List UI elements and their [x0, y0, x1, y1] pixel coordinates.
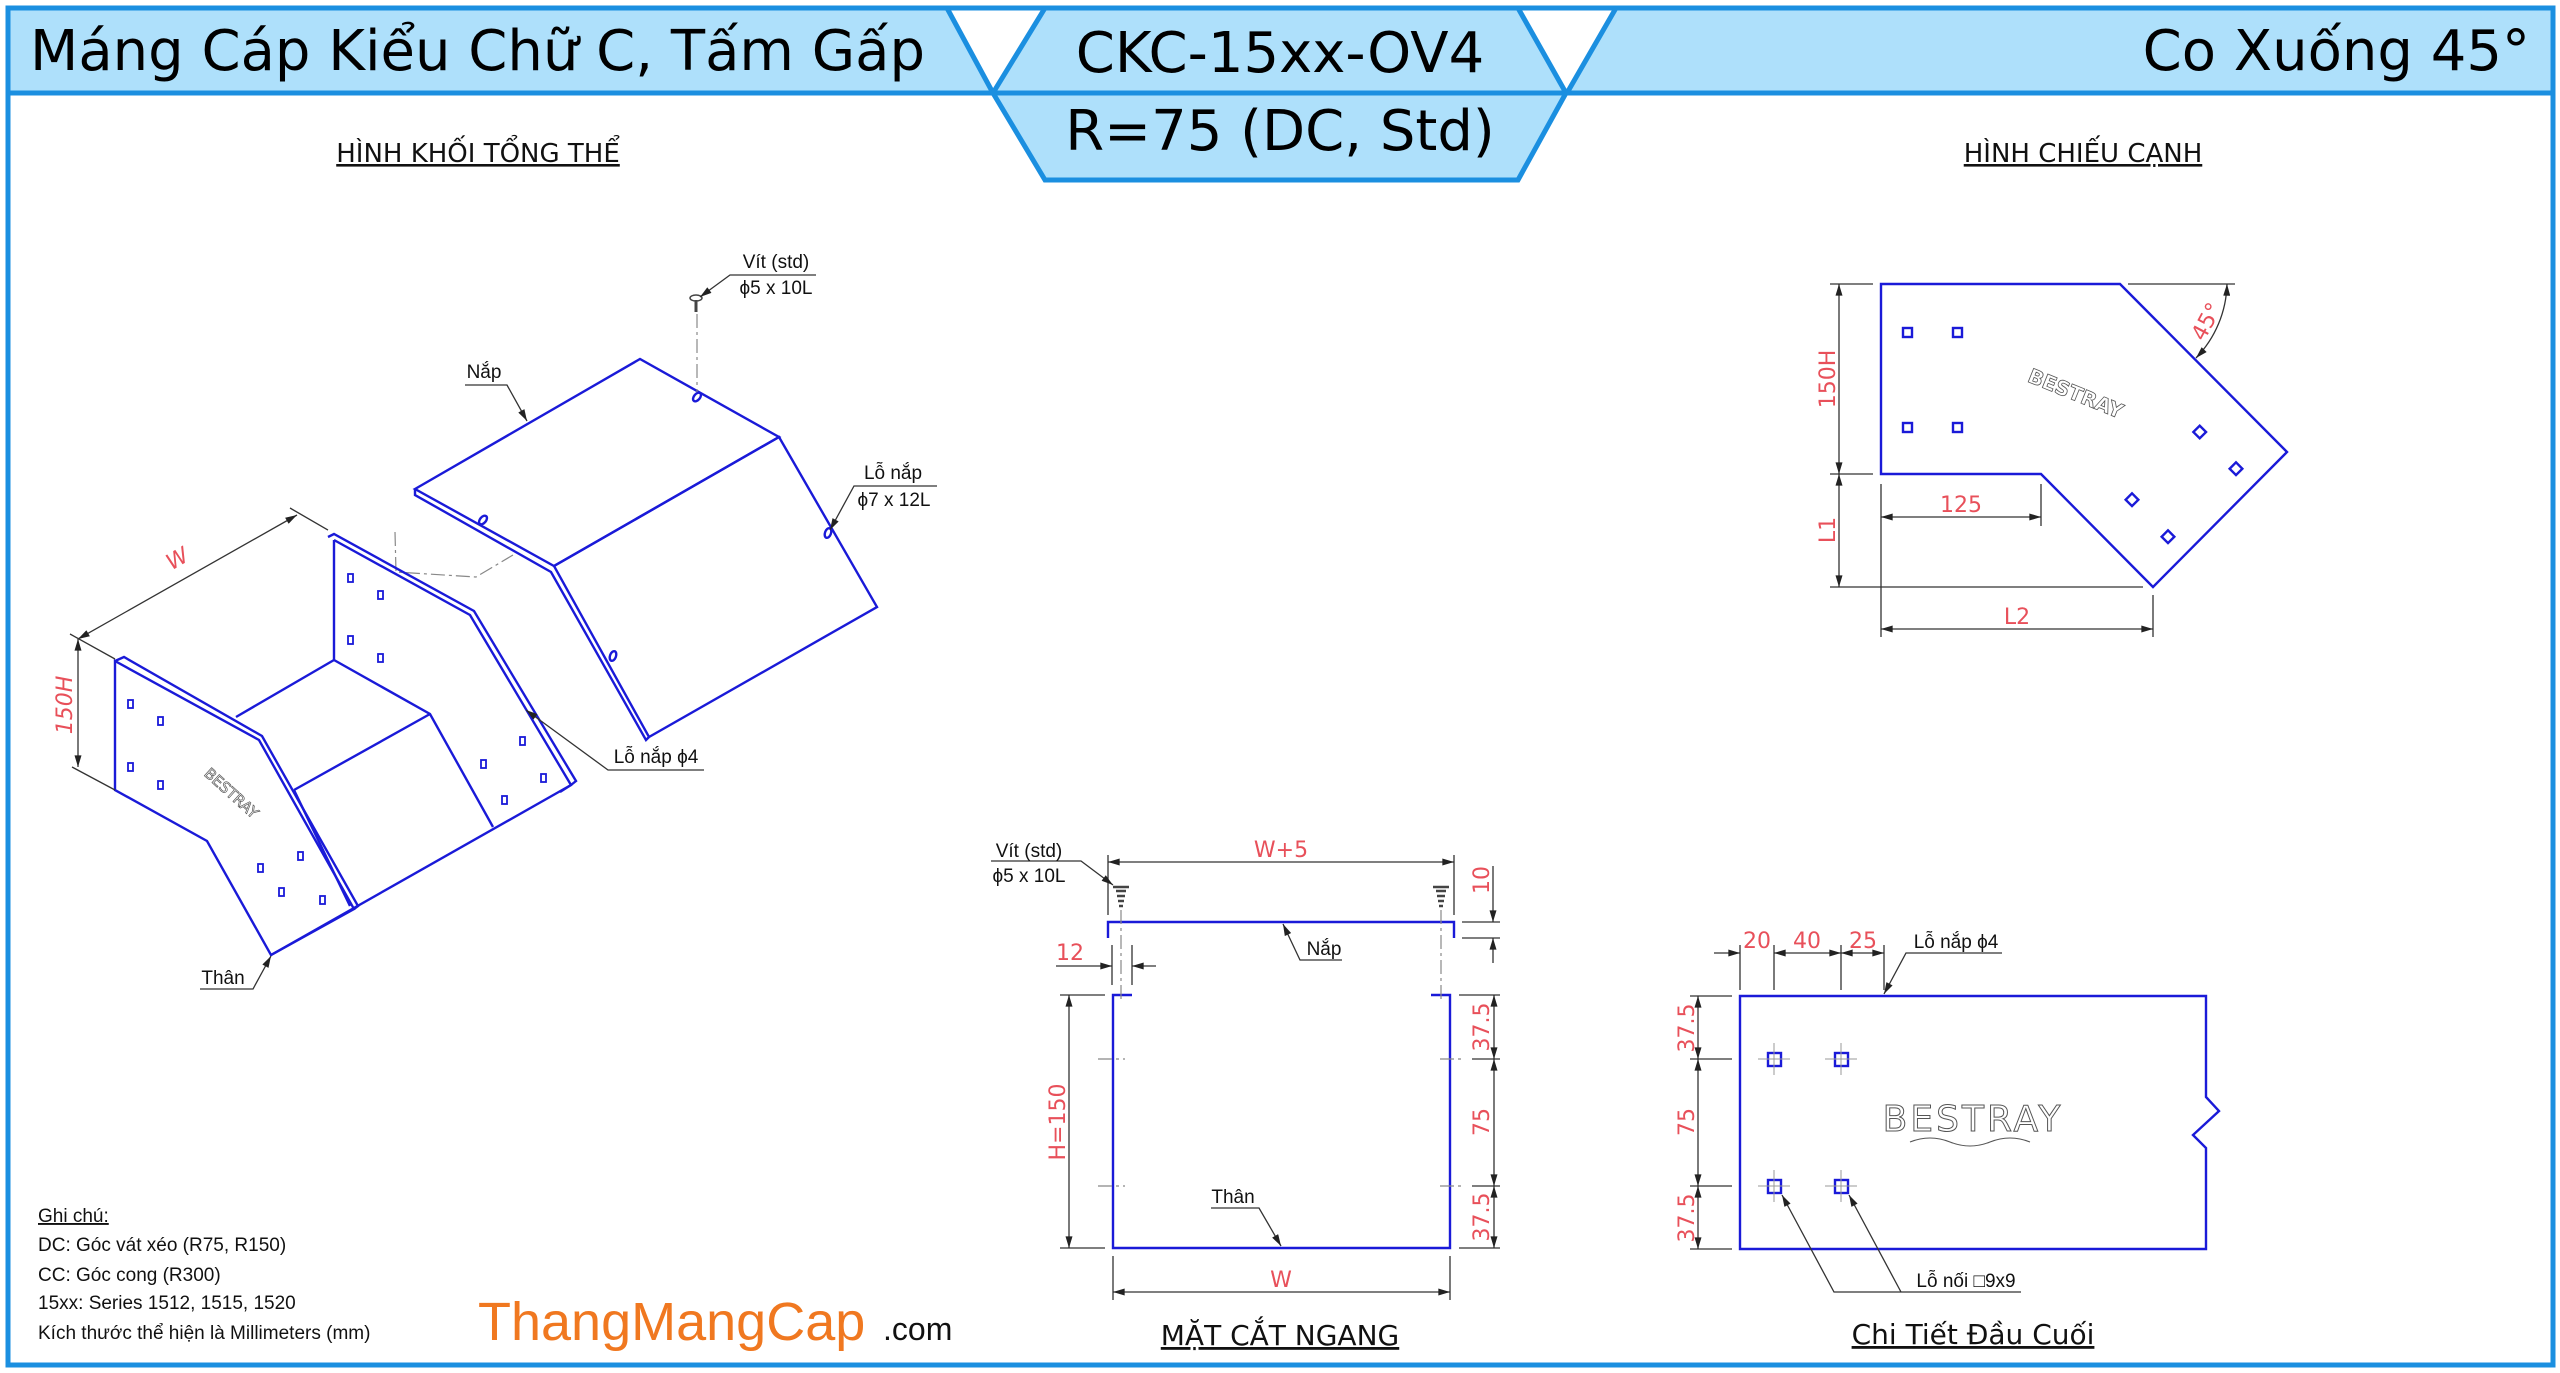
section-dim-cover-width: W+5 [1254, 838, 1308, 863]
note-line: CC: Góc cong (R300) [38, 1265, 221, 1286]
side-dim-height: 150H [1816, 350, 1841, 409]
iso-view: HÌNH KHỐI TỔNG THỂ [53, 134, 937, 990]
notes: Ghi chú: DC: Góc vát xéo (R75, R150) CC:… [38, 1206, 370, 1344]
end-detail-title: Chi Tiết Đầu Cuối [1852, 1318, 2095, 1351]
iso-screw-label: Vít (std) [743, 252, 810, 273]
section-dim-bot: 37.5 [1470, 1193, 1495, 1242]
screw-icon [689, 294, 703, 312]
iso-logo: BESTRAY [201, 764, 263, 822]
section-body-label: Thân [1211, 1187, 1254, 1208]
notes-heading: Ghi chú: [38, 1206, 109, 1227]
end-cover-hole-label: Lỗ nắp ϕ4 [1914, 931, 1999, 953]
sheet-border [5, 5, 2556, 1368]
iso-view-title: HÌNH KHỐI TỔNG THỂ [336, 134, 620, 169]
brand-name: ThangMangCap [478, 1292, 865, 1352]
end-joint-hole-label: Lỗ nối □9x9 [1916, 1270, 2015, 1292]
iso-body-hole-label: Lỗ nắp ϕ4 [614, 746, 699, 768]
brand-watermark: ThangMangCap .com [478, 1292, 952, 1352]
brand-suffix: .com [883, 1311, 952, 1347]
section-dim-12: 12 [1056, 941, 1084, 966]
screw-icon [1113, 885, 1449, 908]
end-plate [1738, 994, 2221, 1251]
iso-cover-label: Nắp [467, 361, 502, 383]
side-logo: BESTRAY [2025, 364, 2128, 424]
end-dim-20: 20 [1743, 929, 1771, 954]
side-profile [1879, 282, 2289, 589]
side-view: HÌNH CHIẾU CẠNH BESTRAY 150H L1 125 L2 4… [1816, 134, 2289, 637]
section-cover [1106, 920, 1456, 938]
title-block: Máng Cáp Kiểu Chữ C, Tấm Gấp CKC-15xx-OV… [5, 5, 2556, 183]
section-screw-label: Vít (std) [996, 841, 1063, 862]
section-view: W+5 10 12 H=150 37.5 75 37.5 W Nắp Thân … [991, 838, 1500, 1352]
section-screw-size: ϕ5 x 10L [993, 866, 1066, 887]
section-dim-h: H=150 [1046, 1084, 1071, 1161]
product-spec: R=75 (DC, Std) [1065, 99, 1494, 164]
note-line: 15xx: Series 1512, 1515, 1520 [38, 1293, 296, 1314]
end-detail: BESTRAY 20 40 25 37.5 75 37.5 Lỗ nắp ϕ4 … [1675, 929, 2221, 1351]
product-title: Máng Cáp Kiểu Chữ C, Tấm Gấp [30, 19, 925, 84]
side-dim-125: 125 [1940, 493, 1982, 518]
end-dim-mid: 75 [1675, 1108, 1700, 1136]
iso-body-label: Thân [201, 968, 244, 989]
section-dim-10: 10 [1470, 866, 1495, 894]
end-dim-top: 37.5 [1675, 1004, 1700, 1053]
note-line: Kích thước thể hiện là Millimeters (mm) [38, 1323, 370, 1344]
end-dim-bot: 37.5 [1675, 1194, 1700, 1243]
end-dim-40: 40 [1793, 929, 1821, 954]
side-dim-l2: L2 [2004, 605, 2030, 630]
side-dim-angle: 45° [2187, 299, 2227, 345]
side-view-title: HÌNH CHIẾU CẠNH [1964, 134, 2203, 169]
body-part: BESTRAY [113, 532, 578, 957]
iso-screw-size: ϕ5 x 10L [740, 278, 813, 299]
iso-cover-hole-size: ϕ7 x 12L [858, 490, 931, 511]
section-dim-mid: 75 [1470, 1108, 1495, 1136]
section-dim-w: W [1270, 1268, 1292, 1293]
section-cover-label: Nắp [1307, 938, 1342, 960]
side-dim-l1: L1 [1816, 517, 1841, 543]
end-logo: BESTRAY [1883, 1099, 2064, 1140]
section-view-title: MẶT CẮT NGANG [1161, 1315, 1399, 1352]
end-dim-25: 25 [1849, 929, 1877, 954]
iso-cover-hole-label: Lỗ nắp [864, 462, 922, 484]
note-line: DC: Góc vát xéo (R75, R150) [38, 1235, 286, 1256]
section-dim-top: 37.5 [1470, 1003, 1495, 1052]
product-code: CKC-15xx-OV4 [1076, 21, 1484, 86]
cover-part [412, 357, 879, 742]
iso-dim-width: W [162, 542, 194, 575]
product-type: Co Xuống 45° [2143, 19, 2530, 84]
section-body [1111, 993, 1452, 1250]
iso-dim-height: 150H [53, 676, 78, 735]
